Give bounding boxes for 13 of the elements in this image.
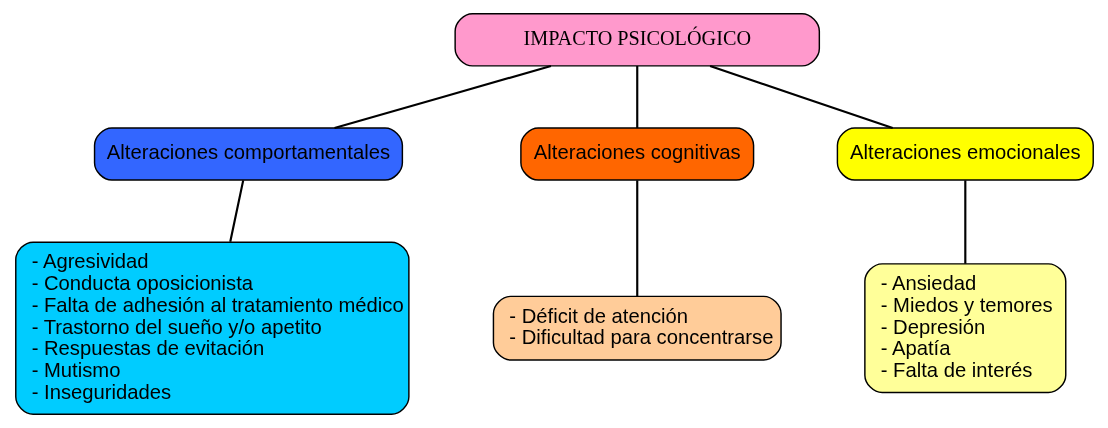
node-box: - Déficit de atención - Dificultad para concentrarse [492, 295, 782, 361]
node-box: Alteraciones comportamentales [93, 127, 403, 181]
connector [635, 66, 638, 128]
connector [635, 180, 638, 296]
node-box: Alteraciones cognitivas [519, 127, 754, 181]
connector [333, 64, 551, 129]
connector [709, 64, 893, 129]
node-box: - Ansiedad - Miedos y temores - Depresión - Apatía - Falta de interés [863, 263, 1066, 394]
connector [963, 180, 966, 264]
connector [228, 180, 244, 243]
node-box: Alteraciones emocionales [836, 127, 1094, 181]
node-box: - Agresividad - Conducta oposicionista - Falta de adhesión al tratamiento médico - Trastorno del sueño y/o apetito - Respuestas de evitación - Mutismo - Inseguridades [14, 241, 410, 415]
node-box: IMPACTO PSICOLÓGICO [453, 13, 820, 67]
